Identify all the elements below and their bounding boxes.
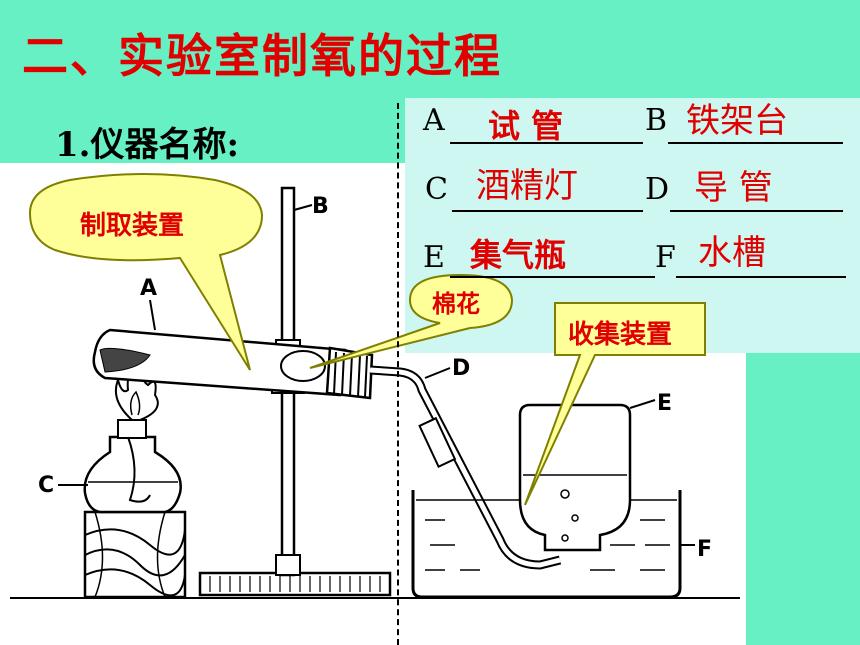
dashed-divider [397,103,399,645]
blank-d-line [670,210,843,212]
answer-a: 试 管 [488,107,564,145]
callout-collection-bubble [524,302,706,506]
delivery-tube [369,365,562,570]
letter-f: F [655,240,676,275]
letter-a: A [423,103,445,138]
answer-c: 酒精灯 [476,166,578,206]
diagram-label-d: D [452,356,470,381]
letter-c: C [425,172,448,207]
alcohol-lamp [83,358,182,514]
apparatus-diagram: A B C D E F [10,186,740,599]
letter-b: B [645,103,668,138]
callout-production-text: 制取装置 [80,211,185,241]
blank-c-line [452,210,643,212]
blank-a-line [450,142,643,144]
callout-production-bubble [28,173,264,371]
letter-e: E [423,240,445,275]
answer-f: 水槽 [698,233,766,273]
blank-b-line [668,142,843,144]
wood-block [83,510,187,599]
blank-e-line [450,276,655,278]
callout-cotton-bubble [309,273,514,369]
diagram-label-f: F [697,537,712,562]
letter-d: D [645,172,670,207]
diagram-label-e: E [657,391,672,416]
blank-f-line [676,276,846,278]
answer-b: 铁架台 [686,101,788,141]
diagram-label-b: B [312,194,329,219]
slide-title: 二、实验室制氧的过程 [22,29,502,83]
diagram-label-a: A [140,276,157,301]
section-subtitle: 1.仪器名称: [55,125,240,165]
callout-cotton-text: 棉花 [432,290,480,318]
callout-collection-text: 收集装置 [568,320,673,350]
diagram-label-c: C [38,473,54,498]
answer-d: 导 管 [694,168,773,208]
answer-e: 集气瓶 [470,236,567,274]
